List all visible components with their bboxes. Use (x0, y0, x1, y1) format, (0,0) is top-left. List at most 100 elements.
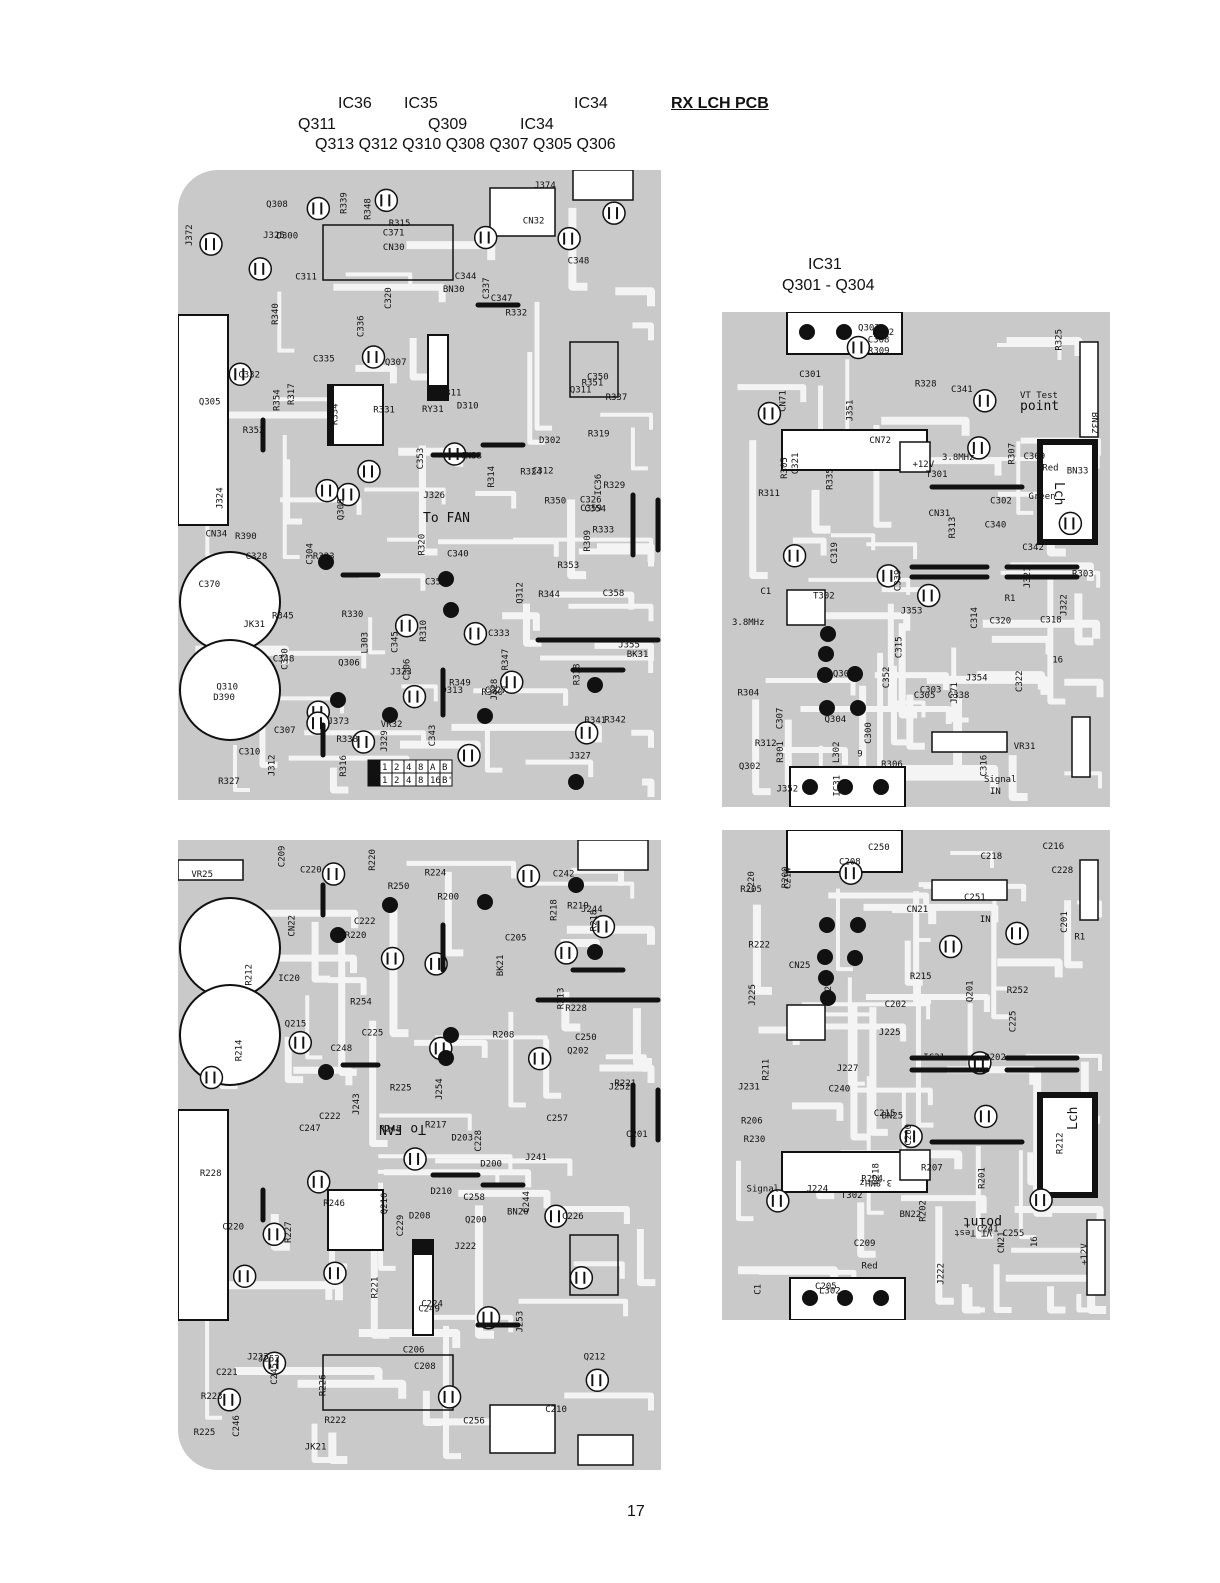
component-designator: D310 (457, 401, 479, 411)
component-designator: R228 (565, 1004, 587, 1014)
connector-pin (873, 1290, 889, 1306)
copper-trace (387, 537, 423, 555)
component-designator: C336 (356, 315, 366, 337)
component-designator: J327 (569, 751, 591, 761)
electrolytic-capacitor (973, 389, 997, 413)
component-designator: C352 (882, 667, 892, 689)
copper-trace (967, 1287, 985, 1313)
component-designator: J352 (777, 784, 799, 794)
component-designator: Red (1042, 463, 1058, 473)
component-designator: R332 (506, 308, 528, 318)
component-designator: C246 (232, 1415, 242, 1437)
component-designator: C220 (747, 871, 757, 893)
component-designator: J253 (516, 1311, 526, 1333)
component-designator: C341 (951, 385, 973, 395)
electrolytic-capacitor (323, 1261, 347, 1285)
copper-trace (1064, 678, 1104, 698)
component-designator: Q305 (199, 397, 221, 407)
component-designator: R252 (1007, 986, 1029, 996)
bk21-body (577, 1434, 634, 1466)
copper-trace (379, 1113, 472, 1131)
copper-trace (475, 1205, 495, 1339)
connector-pin (802, 779, 818, 795)
component-designator: R307 (1007, 443, 1017, 465)
component-designator: C206 (403, 1346, 425, 1356)
jumper-code-text: B (442, 763, 447, 773)
component-designator: BN33 (1067, 467, 1089, 477)
component-designator: Q311 (570, 386, 592, 396)
copper-trace (280, 497, 362, 515)
electrolytic-capacitor (262, 1222, 287, 1247)
copper-trace (553, 1206, 630, 1225)
copper-trace (874, 672, 949, 691)
component-designator: C306 (403, 659, 413, 681)
component-designator: C201 (626, 1130, 648, 1140)
electrolytic-capacitor (557, 226, 581, 251)
component-designator: Q308 (266, 200, 288, 210)
component-designator: Q307 (385, 358, 407, 368)
component-designator: CN22 (287, 915, 297, 937)
component-designator: R1 (1005, 594, 1016, 604)
component-designator: C220 (300, 865, 322, 875)
component-designator: D208 (409, 1211, 431, 1221)
cn22-connector (178, 859, 244, 881)
copper-trace (814, 612, 911, 631)
component-designator: R323 (313, 552, 335, 562)
component-designator: CN31 (929, 509, 951, 519)
electrolytic-capacitor (402, 684, 427, 709)
copper-trace (935, 1206, 954, 1305)
copper-trace (338, 936, 357, 1076)
copper-trace (502, 612, 540, 631)
transistor (847, 666, 863, 682)
copper-trace (890, 665, 909, 746)
component-designator: C301 (799, 370, 821, 380)
component-designator: BN25 (881, 1111, 903, 1121)
electrolytic-capacitor (757, 401, 782, 426)
transistor (568, 877, 584, 893)
transistor (477, 894, 493, 910)
connector-pin (802, 1290, 818, 1306)
ic36-tab (328, 385, 334, 445)
component-designator: J371 (950, 682, 960, 704)
component-designator: R329 (603, 481, 625, 491)
electrolytic-capacitor (380, 946, 405, 971)
transistor (477, 708, 493, 724)
component-designator: CN25 (789, 961, 811, 971)
copper-trace (780, 747, 849, 766)
copper-trace (1064, 900, 1083, 969)
component-designator: J351 (846, 400, 856, 422)
component-designator: Q301 (833, 670, 855, 680)
component-designator: C315 (894, 636, 904, 658)
component-designator: C327 (485, 686, 507, 696)
component-designator: BN30 (443, 285, 465, 295)
component-designator: T201 (824, 975, 834, 997)
t201-transformer (786, 1004, 826, 1041)
component-designator: R390 (235, 532, 257, 542)
component-designator: R218 (549, 899, 559, 921)
component-designator: C344 (455, 272, 477, 282)
copper-trace (630, 427, 648, 471)
copper-trace (523, 603, 542, 647)
copper-trace (800, 706, 952, 725)
component-designator: R214 (234, 1040, 244, 1062)
header-ic36: IC36 (338, 95, 372, 112)
copper-trace (632, 322, 654, 341)
component-designator: IC31 (833, 775, 843, 797)
component-designator: BK31 (627, 650, 649, 660)
copper-trace (991, 635, 1053, 655)
copper-trace (369, 1020, 388, 1148)
copper-trace (1047, 1286, 1066, 1314)
component-designator: C1 (760, 587, 771, 597)
copper-trace (284, 1036, 304, 1084)
component-designator: J355 (618, 641, 640, 651)
pcb-top-left-artwork: JK31VR32BK31C330RY31R338D390R390C354C348… (178, 170, 661, 798)
component-designator: C303 (920, 685, 942, 695)
copper-trace (438, 539, 559, 557)
component-designator: Q304 (825, 715, 847, 725)
component-designator: IN (980, 915, 991, 925)
copper-trace (996, 342, 1062, 360)
large-capacitor (179, 897, 281, 999)
copper-trace (869, 1007, 888, 1136)
component-designator: JK31 (243, 620, 265, 630)
copper-trace (525, 759, 594, 778)
